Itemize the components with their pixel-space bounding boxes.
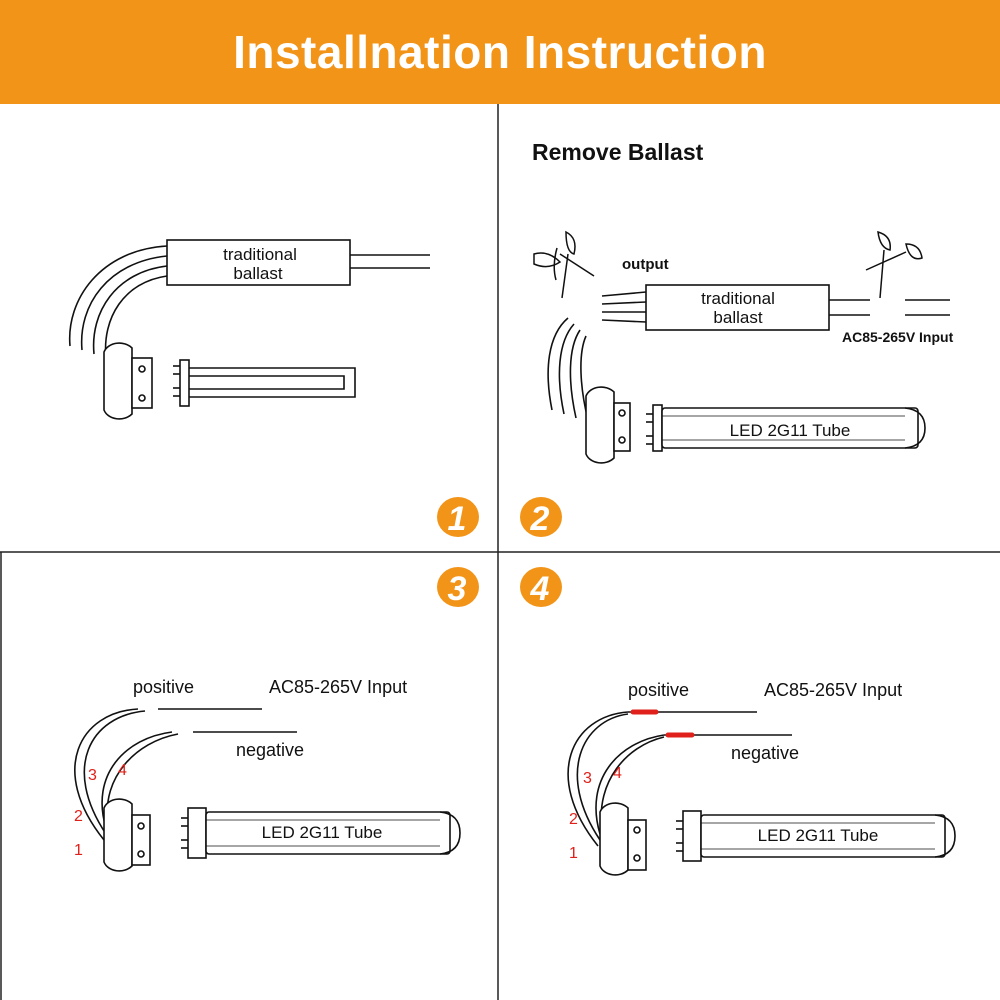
step-4-wiring bbox=[567, 711, 956, 876]
pin-numbers: 1 2 3 4 bbox=[74, 762, 127, 859]
pin-3: 3 bbox=[88, 767, 97, 784]
scissors-icon bbox=[533, 230, 595, 299]
tube-label: LED 2G11 Tube bbox=[758, 826, 879, 845]
step-number-1: 1 bbox=[448, 500, 467, 538]
led-tube bbox=[661, 407, 919, 449]
pin-2: 2 bbox=[74, 808, 83, 825]
header-banner: Installnation Instruction bbox=[0, 0, 1000, 104]
step-number-2: 2 bbox=[530, 500, 550, 538]
page-title: Installnation Instruction bbox=[233, 26, 767, 78]
ballast-label-line-1: traditional bbox=[701, 289, 775, 308]
tube-label: LED 2G11 Tube bbox=[262, 823, 383, 842]
led-tube bbox=[700, 814, 946, 858]
negative-label: negative bbox=[236, 740, 304, 760]
output-label: output bbox=[622, 256, 669, 273]
pin-4: 4 bbox=[118, 762, 127, 779]
step-badge-4: 4 bbox=[520, 567, 562, 608]
step-badge-1: 1 bbox=[437, 497, 479, 538]
positive-label: positive bbox=[133, 677, 194, 697]
ballast-box bbox=[166, 239, 351, 286]
step-3-wiring bbox=[74, 708, 461, 872]
step-number-3: 3 bbox=[448, 570, 467, 608]
input-label: AC85-265V Input bbox=[842, 329, 954, 345]
step-badge-2: 2 bbox=[520, 497, 562, 538]
panel-grid bbox=[0, 104, 1000, 1000]
step-2-wiring bbox=[547, 284, 950, 464]
tube-label: LED 2G11 Tube bbox=[730, 421, 851, 440]
ballast-label-line-1: traditional bbox=[223, 245, 297, 264]
negative-label: negative bbox=[731, 743, 799, 763]
step-badge-3: 3 bbox=[437, 567, 479, 608]
step-number-4: 4 bbox=[530, 570, 550, 608]
positive-label: positive bbox=[628, 680, 689, 700]
pin-1: 1 bbox=[569, 845, 578, 862]
pin-1: 1 bbox=[74, 842, 83, 859]
step-2-title: Remove Ballast bbox=[532, 139, 704, 165]
ballast-label-line-2: ballast bbox=[233, 264, 282, 283]
pin-2: 2 bbox=[569, 811, 578, 828]
led-tube bbox=[205, 811, 451, 855]
wire-bundle bbox=[68, 245, 168, 359]
wire-connection-marks bbox=[630, 709, 695, 738]
scissors-icon bbox=[865, 230, 923, 299]
ballast-label-line-2: ballast bbox=[713, 308, 762, 327]
pin-numbers: 1 2 3 4 bbox=[569, 765, 622, 862]
cfl-lamp bbox=[173, 359, 356, 407]
socket-connector bbox=[103, 342, 153, 420]
input-label: AC85-265V Input bbox=[764, 680, 902, 700]
ballast-box bbox=[645, 284, 830, 331]
pin-4: 4 bbox=[613, 765, 622, 782]
pin-3: 3 bbox=[583, 770, 592, 787]
step-1-panel bbox=[68, 239, 430, 420]
input-label: AC85-265V Input bbox=[269, 677, 407, 697]
